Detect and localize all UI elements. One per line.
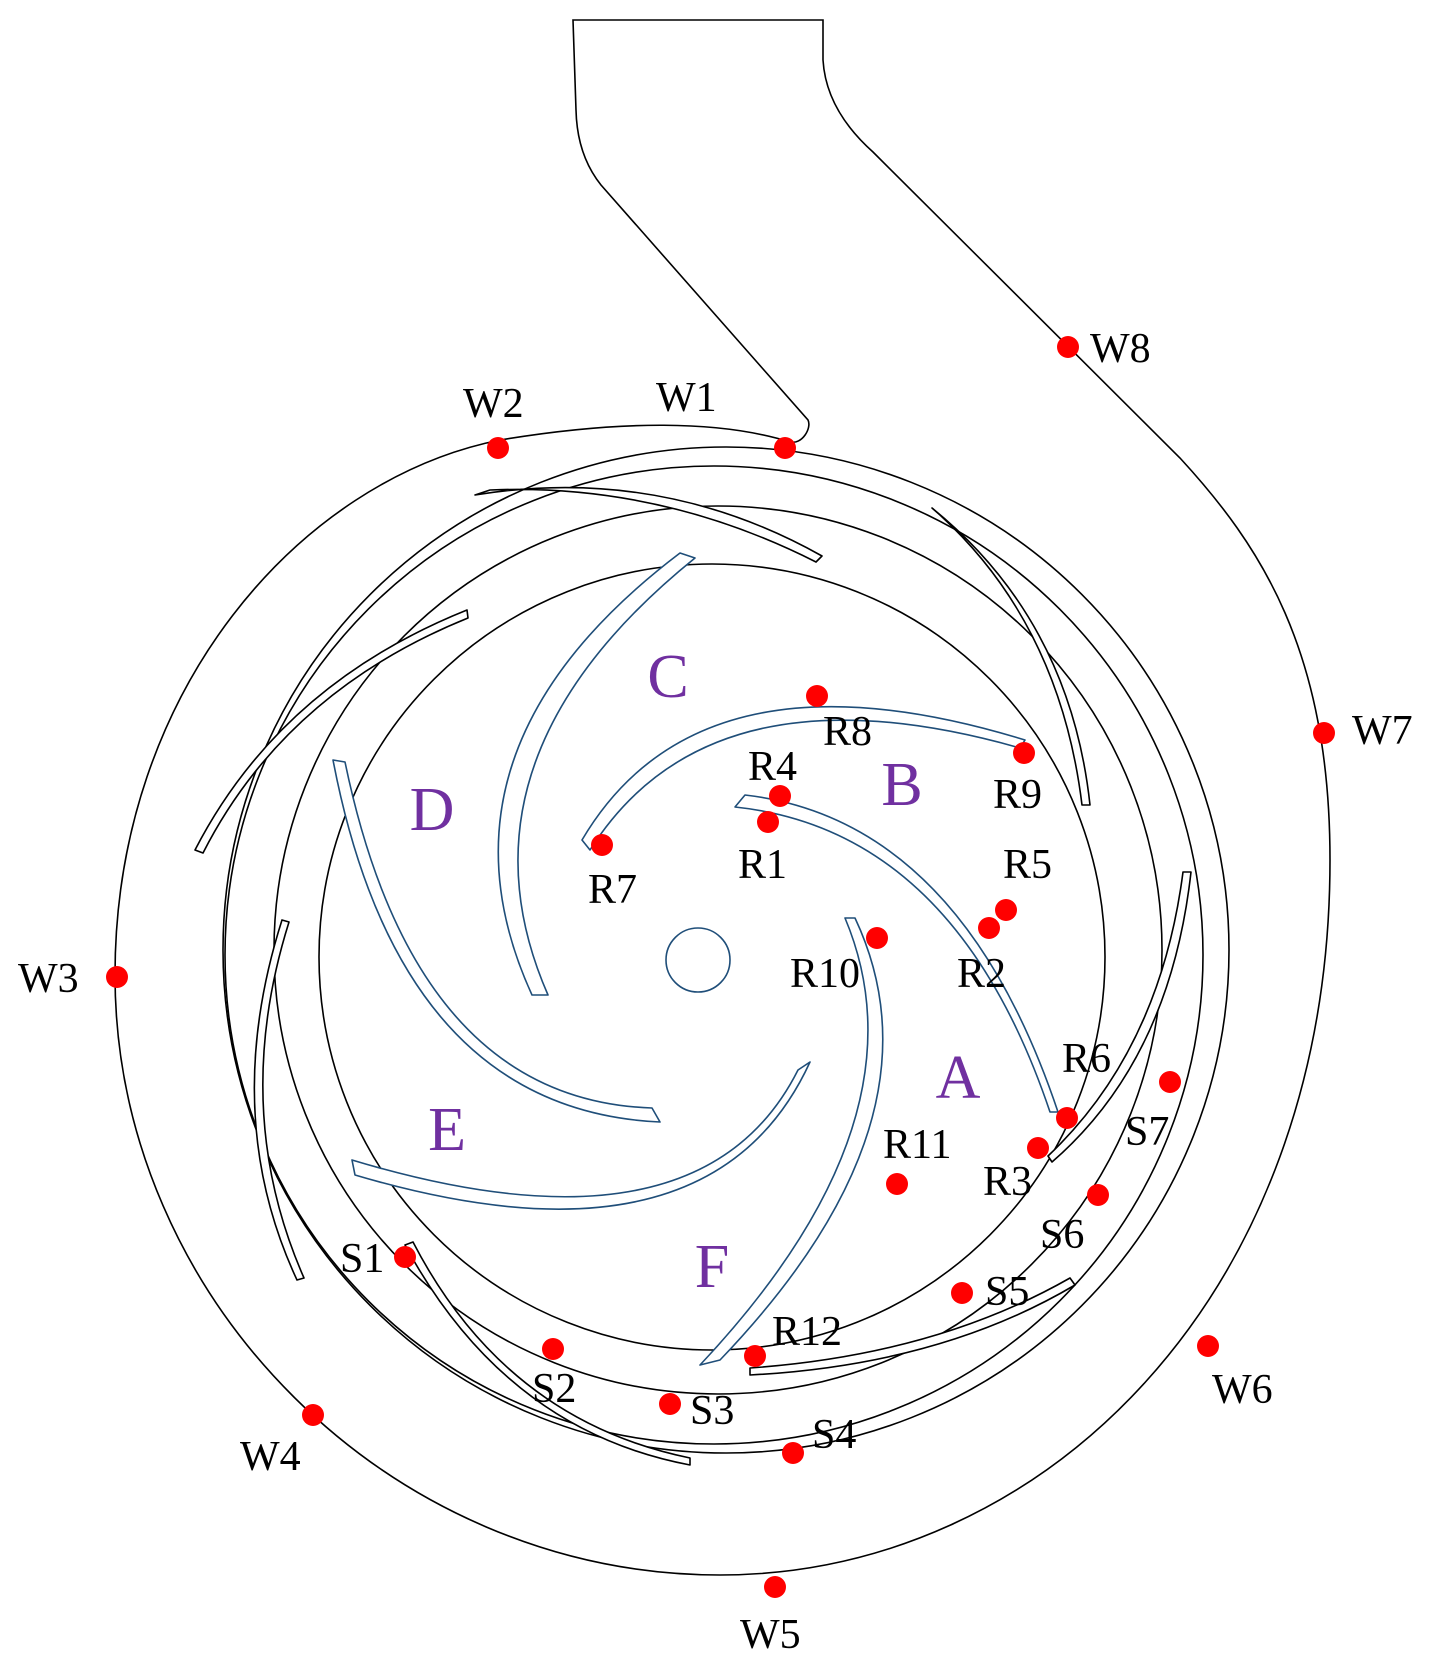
probe-marker: [806, 685, 828, 707]
probe-marker: [1027, 1137, 1049, 1159]
zone-label-d: D: [410, 776, 455, 844]
probe-marker: [394, 1246, 416, 1268]
diffuser-vane: [931, 507, 1091, 806]
impeller-blade: [581, 705, 1026, 851]
diffuser-vane: [1047, 871, 1192, 1163]
probe-group-impeller: R1 R2 R3 R4 R5 R6 R7 R8 R9 R10 R11 R12: [588, 685, 1111, 1367]
impeller-blade: [332, 759, 661, 1123]
probe-label: R2: [957, 951, 1006, 997]
volute-casing-outline: [114, 19, 1331, 1576]
probe-marker: [1013, 742, 1035, 764]
probe-label: R6: [1062, 1036, 1111, 1082]
probe-label: W8: [1090, 326, 1151, 372]
diffuser-outer-circle: [224, 465, 1204, 1445]
probe-marker: [951, 1282, 973, 1304]
probe-label: R11: [883, 1122, 951, 1168]
probe-label: W3: [18, 956, 79, 1002]
probe-marker: [1159, 1071, 1181, 1093]
diffuser-vane: [194, 609, 469, 854]
probe-marker: [542, 1338, 564, 1360]
probe-label: W7: [1352, 708, 1413, 754]
impeller-blades: [332, 552, 1059, 1366]
zone-labels: A B C D E F: [410, 643, 981, 1301]
probe-marker: [1087, 1184, 1109, 1206]
probe-marker: [1313, 722, 1335, 744]
probe-label: W4: [240, 1434, 301, 1480]
zone-label-b: B: [881, 751, 922, 819]
probe-label: W6: [1212, 1367, 1273, 1413]
probe-label: S6: [1040, 1212, 1084, 1258]
probe-marker: [782, 1442, 804, 1464]
probe-marker: [757, 811, 779, 833]
probe-label: S2: [532, 1366, 576, 1412]
probe-marker: [659, 1393, 681, 1415]
probe-marker: [769, 785, 791, 807]
probe-label: R3: [983, 1159, 1032, 1205]
impeller-blade: [699, 917, 884, 1366]
impeller-blade: [497, 552, 696, 996]
volute-base-circle: [222, 446, 1230, 1454]
probe-label: R10: [790, 951, 860, 997]
probe-marker: [1057, 336, 1079, 358]
probe-marker: [774, 437, 796, 459]
zone-label-f: F: [695, 1233, 729, 1301]
probe-group-volute: W1 W2 W3 W4 W5 W6 W7 W8: [18, 326, 1413, 1658]
diffuser-vane: [474, 486, 823, 563]
probe-label: R4: [748, 744, 797, 790]
probe-label: W1: [656, 375, 717, 421]
diffuser-vane: [253, 919, 305, 1281]
probe-label: R12: [772, 1309, 842, 1355]
probe-marker: [106, 966, 128, 988]
diffuser-vane: [749, 1277, 1076, 1376]
zone-label-c: C: [647, 643, 688, 711]
diffuser-vane: [404, 1241, 691, 1466]
probe-label: S3: [690, 1388, 734, 1434]
impeller-blade: [351, 1061, 811, 1210]
probe-label: S7: [1125, 1109, 1169, 1155]
probe-marker: [995, 899, 1017, 921]
probe-label: R9: [993, 772, 1042, 818]
probe-marker: [1056, 1107, 1078, 1129]
probe-label: S4: [812, 1412, 856, 1458]
impeller-outer-circle: [318, 563, 1106, 1351]
probe-label: S5: [985, 1269, 1029, 1315]
probe-label: R5: [1003, 842, 1052, 888]
probe-marker: [1197, 1335, 1219, 1357]
probe-label: R8: [823, 709, 872, 755]
impeller-hub: [665, 927, 731, 993]
probe-marker: [487, 437, 509, 459]
probe-marker: [866, 927, 888, 949]
probe-label: R7: [588, 867, 637, 913]
probe-marker: [978, 917, 1000, 939]
probe-label: S1: [340, 1236, 384, 1282]
probe-marker: [591, 834, 613, 856]
probe-marker: [744, 1345, 766, 1367]
diffuser-vanes: [194, 486, 1192, 1466]
probe-marker: [302, 1404, 324, 1426]
probe-label: R1: [738, 842, 787, 888]
probe-marker: [886, 1173, 908, 1195]
zone-label-e: E: [428, 1096, 466, 1164]
probe-marker: [764, 1576, 786, 1598]
zone-label-a: A: [936, 1044, 981, 1112]
probe-group-diffuser: S1 S2 S3 S4 S5 S6 S7: [340, 1071, 1181, 1464]
probe-label: W2: [463, 381, 524, 427]
probe-label: W5: [740, 1612, 801, 1658]
